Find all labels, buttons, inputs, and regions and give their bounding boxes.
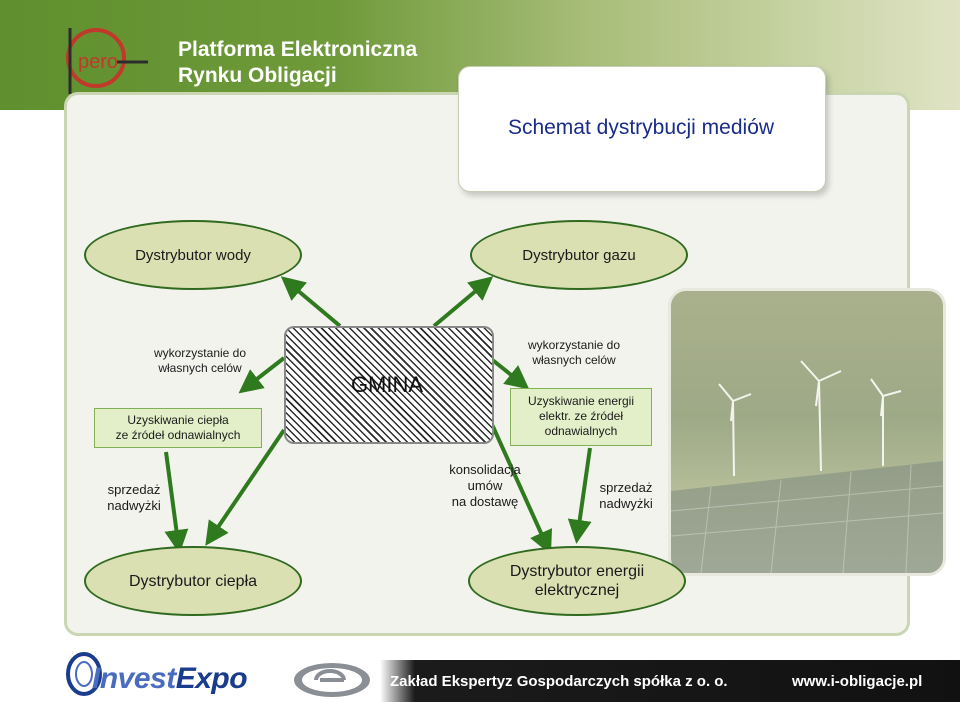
svg-text:pero: pero [78, 51, 118, 73]
heat-distributor-label: Dystrybutor ciepła [128, 572, 258, 590]
footer-dark-bar [380, 660, 960, 702]
consolidation-line1: konsolidacja [449, 462, 521, 477]
right-surplus-line1: sprzedaż [599, 480, 653, 495]
right-power-line3: odnawialnych [544, 424, 618, 438]
right-surplus-text: sprzedaż nadwyżki [588, 480, 664, 512]
left-surplus-line1: sprzedaż [107, 482, 161, 497]
arrow-surplus-to-heat [164, 451, 189, 554]
header-title: Platforma Elektroniczna Rynku Obligacji [178, 37, 417, 89]
heat-distributor-node: Dystrybutor ciepła [84, 546, 302, 616]
left-surplus-line2: nadwyżki [107, 498, 161, 513]
left-heat-box: Uzyskiwanie ciepła ze źródeł odnawialnyc… [94, 408, 262, 448]
left-heat-line2: ze źródeł odnawialnych [115, 428, 241, 442]
arrow-surplus-to-power [567, 447, 592, 544]
gas-distributor-node: Dystrybutor gazu [470, 220, 688, 290]
consolidation-text: konsolidacja umów na dostawę [420, 462, 550, 510]
wind-turbine-photo [668, 288, 946, 576]
power-distributor-line1: Dystrybutor energii [509, 563, 645, 580]
left-own-use-line1: wykorzystanie do [153, 346, 247, 360]
gmina-node [284, 326, 494, 444]
gas-distributor-label: Dystrybutor gazu [522, 246, 636, 264]
website-link[interactable]: www.i-obligacje.pl [792, 673, 923, 690]
zeg-logo [294, 663, 370, 697]
header-title-line2: Rynku Obligacji [178, 64, 337, 87]
left-heat-line1: Uzyskiwanie ciepła [127, 413, 229, 427]
investexpo-logo: InvestExpo [92, 662, 248, 696]
water-distributor-label: Dystrybutor wody [135, 246, 251, 264]
company-name: Zakład Ekspertyz Gospodarczych spółka z … [390, 673, 728, 690]
right-own-use-line1: wykorzystanie do [527, 338, 621, 352]
diagram-title: Schemat dystrybucji mediów [507, 116, 775, 139]
consolidation-line3: na dostawę [451, 494, 519, 509]
right-own-use-line2: własnych celów [532, 353, 616, 367]
arrow-to-water [280, 276, 342, 328]
pero-logo: pero [66, 28, 148, 94]
left-own-use-line2: własnych celów [158, 361, 242, 375]
arrow-to-left-heat [238, 356, 286, 394]
investexpo-expo: Expo [175, 662, 248, 695]
header-title-line1: Platforma Elektroniczna [178, 38, 418, 61]
consolidation-line2: umów [467, 478, 503, 493]
arrow-to-gas [432, 276, 494, 328]
right-surplus-line2: nadwyżki [599, 496, 653, 511]
arrow-gmina-to-heat [205, 428, 286, 546]
arrow-gmina-to-power [488, 419, 552, 555]
right-power-line1: Uzyskiwanie energii [527, 394, 635, 408]
title-card [458, 66, 826, 192]
right-own-use-text: wykorzystanie do własnych celów [494, 338, 654, 368]
left-surplus-text: sprzedaż nadwyżki [96, 482, 172, 514]
left-own-use-text: wykorzystanie do własnych celów [120, 346, 280, 376]
wind-turbine-image [671, 360, 943, 573]
right-power-box: Uzyskiwanie energii elektr. ze źródeł od… [510, 388, 652, 446]
gmina-label: GMINA [350, 372, 424, 397]
water-distributor-node: Dystrybutor wody [84, 220, 302, 290]
investexpo-swirl-icon [66, 652, 102, 696]
investexpo-invest: Invest [92, 662, 176, 695]
power-distributor-line2: elektrycznej [534, 582, 620, 599]
arrow-to-right-power [488, 356, 530, 390]
power-distributor-node: Dystrybutor energii elektrycznej [468, 546, 686, 616]
right-power-line2: elektr. ze źródeł [538, 409, 624, 423]
